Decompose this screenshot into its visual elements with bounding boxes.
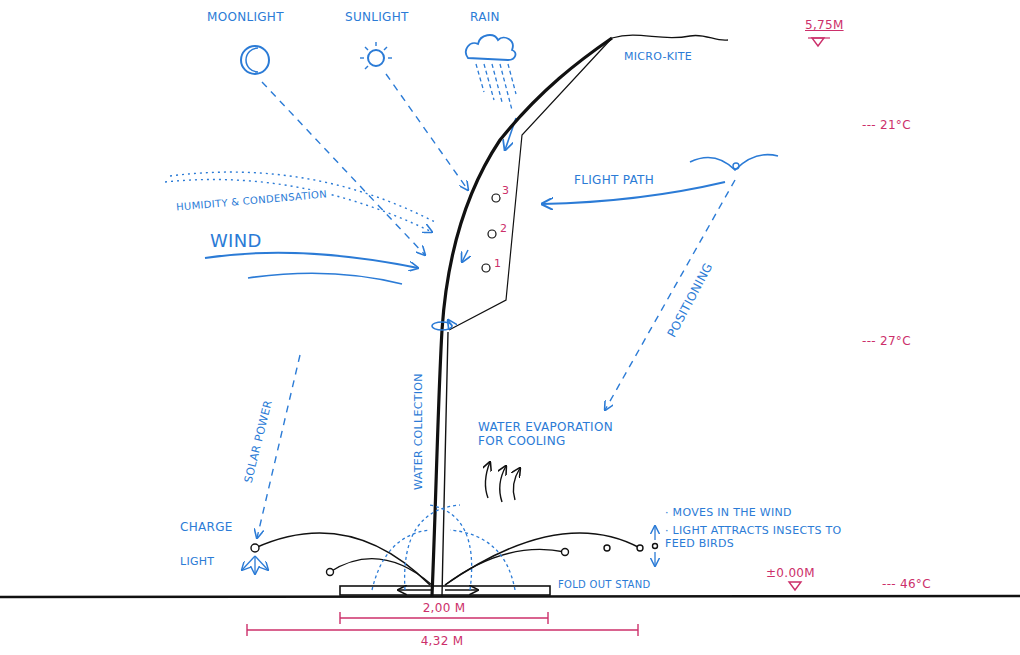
source-label: MOONLIGHT	[205, 10, 286, 24]
callout-number: 1	[492, 257, 503, 270]
dimension-label: 4,32 M	[419, 634, 466, 648]
source-label: RAIN	[468, 10, 502, 24]
height-label: 5,75M	[803, 18, 846, 32]
positioning-label: POSITIONING	[663, 259, 716, 342]
power-label: SOLAR POWER	[241, 397, 275, 486]
note-label: WATER EVAPORATION FOR COOLING	[476, 420, 630, 449]
dimension-label: 2,00 M	[421, 601, 468, 615]
note-label: · LIGHT ATTRACTS INSECTS TO FEED BIRDS	[663, 524, 877, 550]
collection-label: WATER COLLECTION	[411, 372, 424, 493]
light-label: LIGHT	[178, 555, 216, 568]
height-label: ±0.00M	[764, 566, 817, 580]
stand-label: FOLD OUT STAND	[556, 579, 652, 591]
part-label: MICRO-KITE	[622, 50, 694, 63]
note-label: · MOVES IN THE WIND	[663, 506, 794, 519]
temperature-label: --- 21°C	[860, 118, 913, 132]
path-label: FLIGHT PATH	[572, 173, 656, 187]
temperature-label: --- 46°C	[880, 577, 933, 591]
temperature-label: --- 27°C	[860, 334, 913, 348]
source-label: SUNLIGHT	[343, 10, 411, 24]
callout-number: 3	[500, 184, 511, 197]
light-label: CHARGE	[178, 520, 235, 534]
wind-label: WIND	[208, 230, 264, 252]
callout-number: 2	[498, 222, 509, 235]
climate-label: HUMIDITY & CONDENSATION	[174, 188, 330, 213]
